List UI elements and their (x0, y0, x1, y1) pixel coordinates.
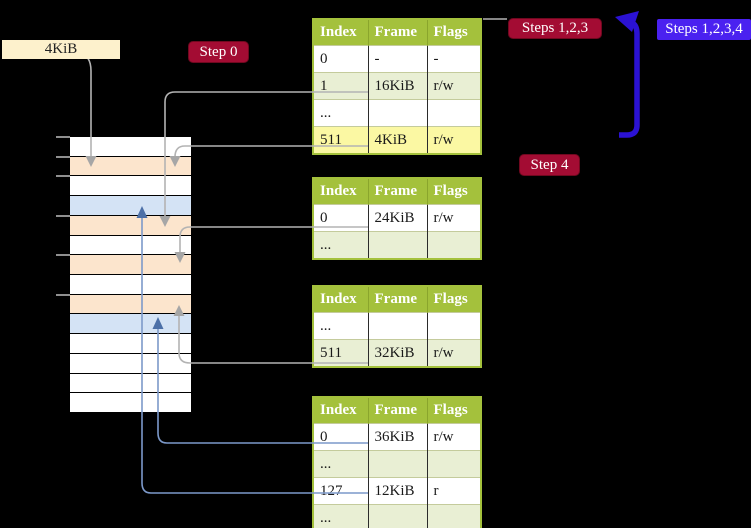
tick-mark (56, 156, 70, 158)
table-cell: 36KiB (367, 423, 427, 451)
table-cell: r/w (426, 339, 481, 367)
table-cell: ... (313, 99, 368, 127)
table-cell: ... (313, 504, 368, 528)
table-cell: 0 (313, 423, 368, 451)
table-cell: 127 (313, 477, 368, 505)
column-header: Index (313, 178, 368, 205)
memory-row-orange (70, 156, 191, 176)
table-cell (367, 504, 427, 528)
steps-loop-arrow (619, 19, 640, 138)
column-header: Index (313, 286, 368, 313)
table-cell: ... (313, 231, 368, 259)
memory-row-white (70, 137, 191, 156)
memory-row-white (70, 353, 191, 373)
big-arrowhead-icon (615, 11, 639, 32)
steps1234-badge: Steps 1,2,3,4 (657, 19, 751, 40)
table-cell: 511 (313, 126, 368, 154)
table-cell (426, 231, 481, 259)
memory-row-white (70, 393, 191, 412)
column-header: Flags (426, 397, 481, 424)
memory-row-white (70, 176, 191, 196)
table-cell (426, 450, 481, 478)
table-cell: r/w (426, 126, 481, 154)
memory-row-white (70, 235, 191, 255)
memory-row-white (70, 373, 191, 393)
physical-memory-column (70, 137, 191, 413)
column-header: Flags (426, 286, 481, 313)
column-header: Index (313, 397, 368, 424)
column-header: Frame (367, 178, 427, 205)
table-cell (426, 312, 481, 340)
table-cell: 16KiB (367, 72, 427, 100)
steps123-badge: Steps 1,2,3 (508, 18, 602, 39)
column-header: Frame (367, 397, 427, 424)
table-cell: r/w (426, 72, 481, 100)
table-cell: - (367, 45, 427, 73)
frame-size-label: 4KiB (2, 40, 120, 59)
table-cell: 0 (313, 204, 368, 232)
column-header: Frame (367, 286, 427, 313)
table-cell: r/w (426, 204, 481, 232)
table-row: 0-- (313, 45, 481, 73)
table-cell: ... (313, 450, 368, 478)
table-cell: 32KiB (367, 339, 427, 367)
memory-row-white (70, 334, 191, 353)
column-header: Flags (426, 19, 481, 46)
memory-row-blue (70, 314, 191, 334)
table-row: ... (313, 99, 481, 127)
memory-row-orange (70, 255, 191, 274)
memory-row-blue (70, 196, 191, 215)
table-cell: ... (313, 312, 368, 340)
table-cell (426, 99, 481, 127)
table-cell: 511 (313, 339, 368, 367)
table-cell (367, 312, 427, 340)
step4-badge: Step 4 (519, 154, 580, 176)
memory-row-white (70, 274, 191, 294)
column-header: Flags (426, 178, 481, 205)
tick-mark (56, 254, 70, 256)
tick-mark (56, 294, 70, 296)
column-header: Index (313, 19, 368, 46)
table-cell: r (426, 477, 481, 505)
table-cell (367, 99, 427, 127)
tick-mark (56, 136, 70, 138)
memory-row-orange (70, 294, 191, 314)
table-cell: r/w (426, 423, 481, 451)
table-cell: 0 (313, 45, 368, 73)
column-header: Frame (367, 19, 427, 46)
table-row: ... (313, 312, 481, 340)
table-row: ... (313, 231, 481, 259)
tick-mark (56, 175, 70, 177)
table-cell: 24KiB (367, 204, 427, 232)
table-cell (367, 450, 427, 478)
table-cell: - (426, 45, 481, 73)
table-cell: 1 (313, 72, 368, 100)
step0-badge: Step 0 (188, 41, 249, 63)
table-cell (367, 231, 427, 259)
table-cell (426, 504, 481, 528)
table-row: ... (313, 504, 481, 528)
table-row: ... (313, 450, 481, 478)
table-cell: 12KiB (367, 477, 427, 505)
table-cell: 4KiB (367, 126, 427, 154)
memory-row-orange (70, 215, 191, 235)
tick-mark (56, 215, 70, 217)
